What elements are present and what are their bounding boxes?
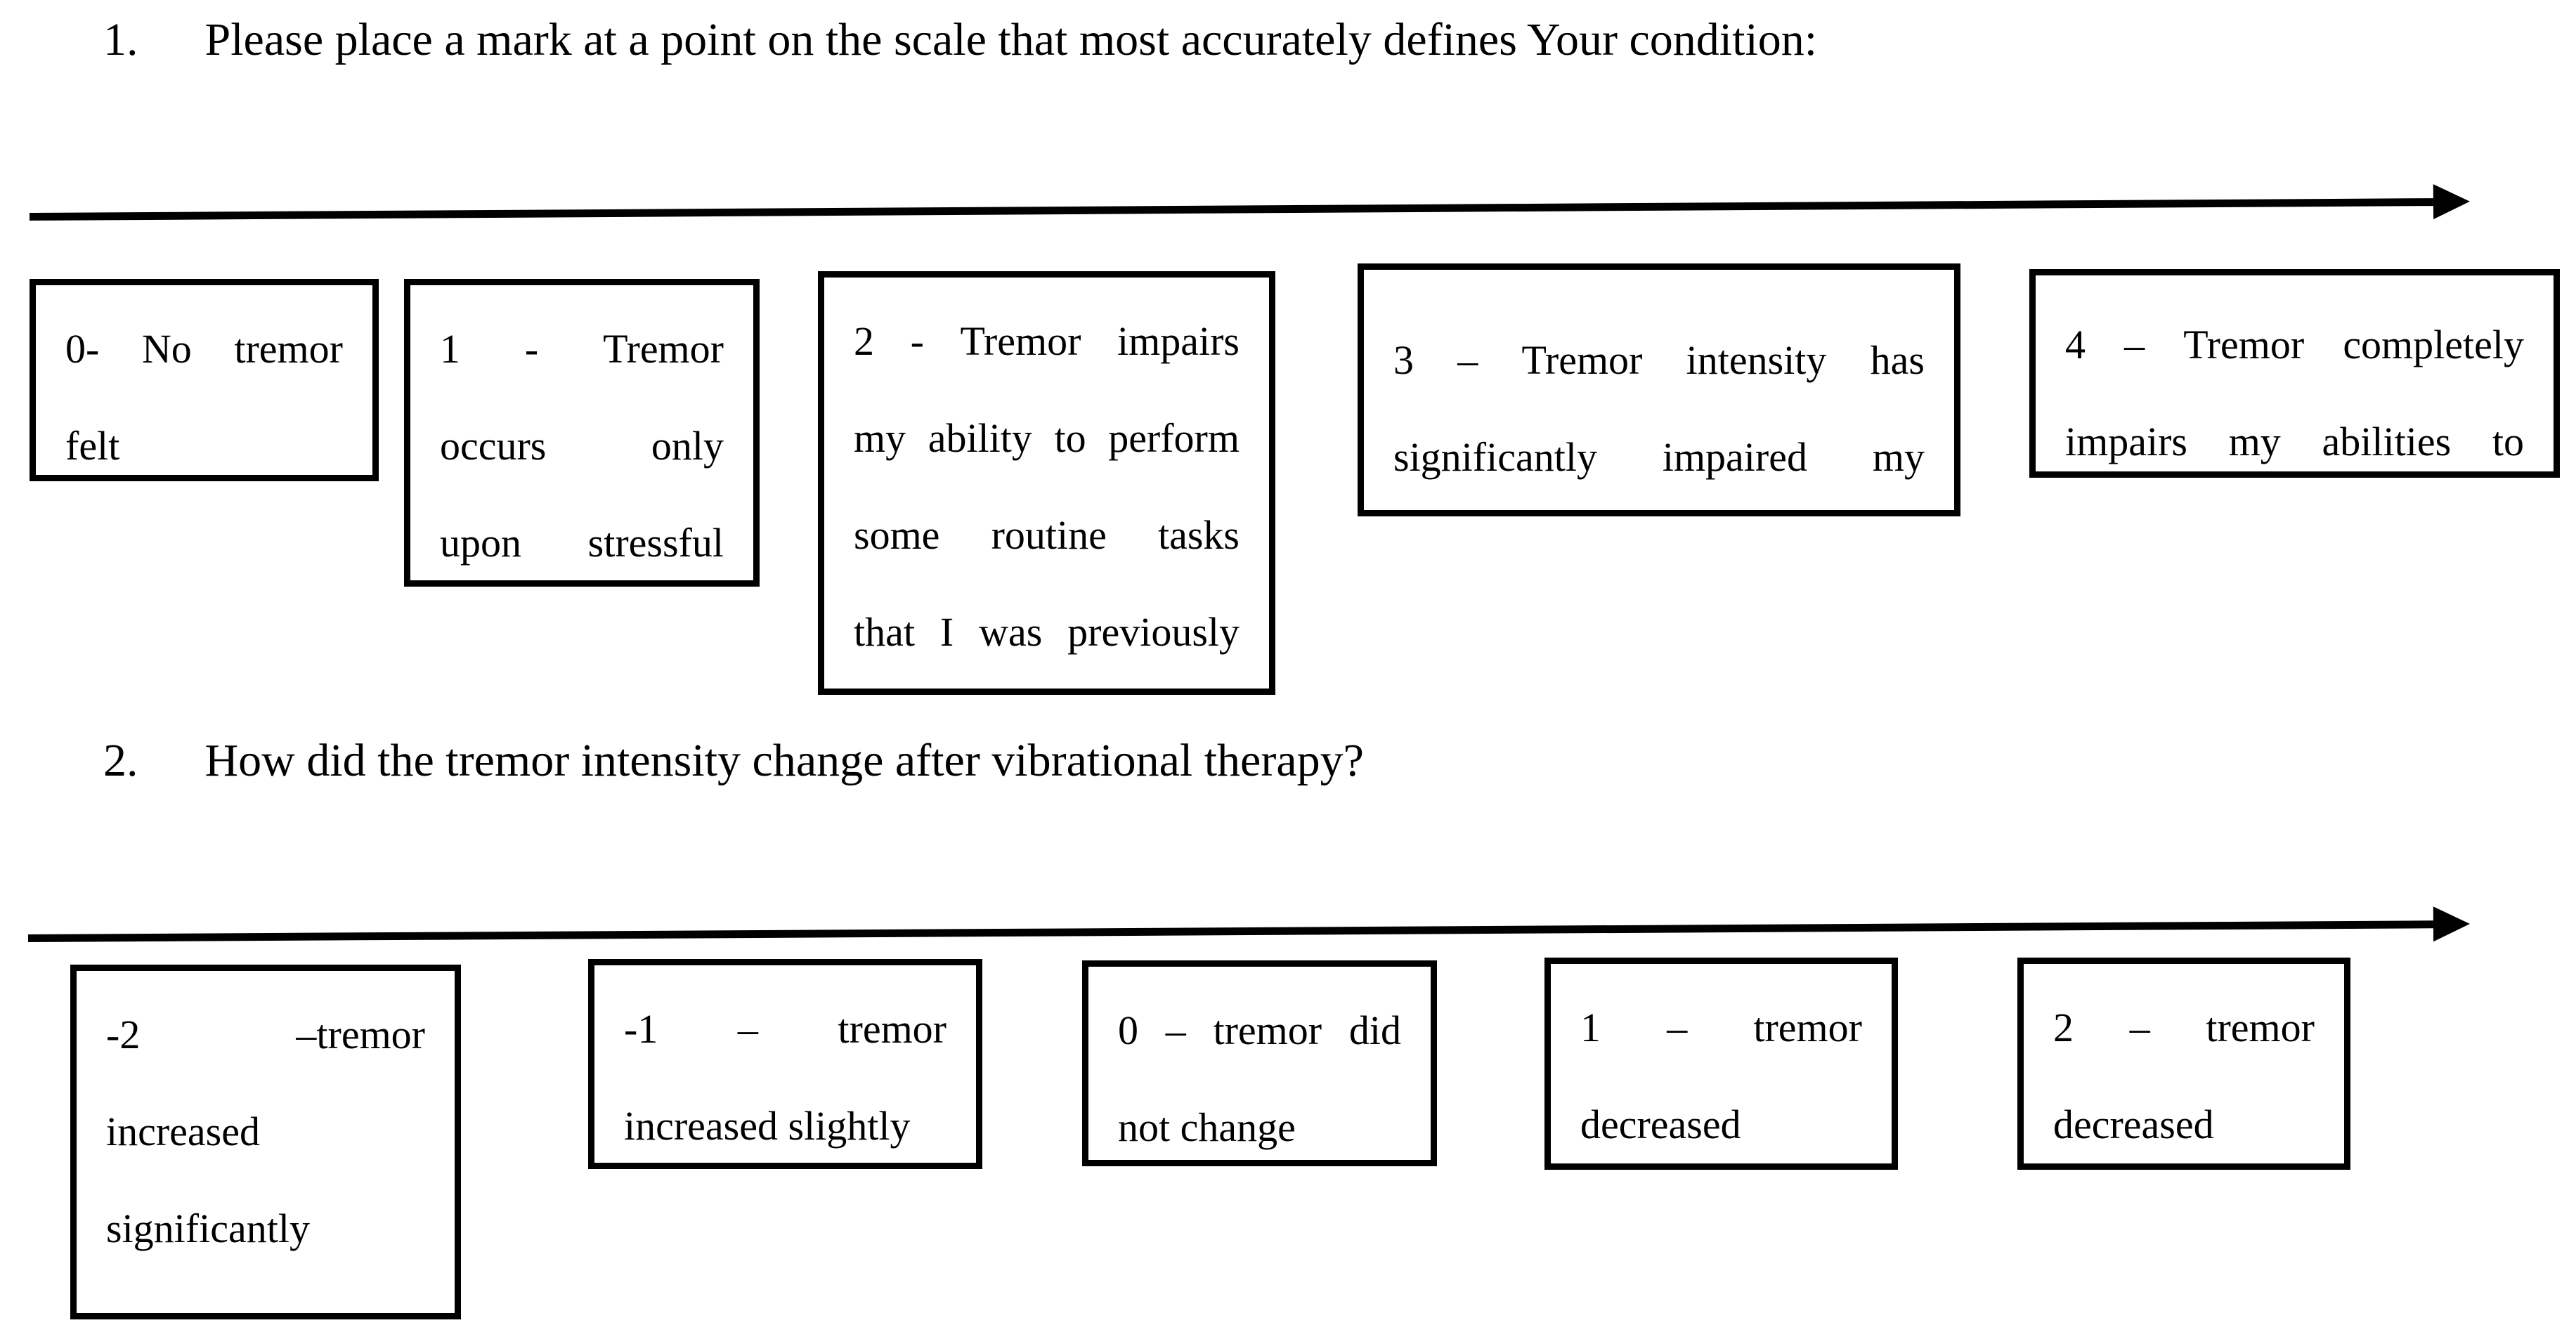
- question-2-text: How did the tremor intensity change afte…: [204, 735, 1364, 786]
- option-text-line: decreased: [2053, 1102, 2214, 1147]
- scale2-arrow-shaft: [27, 920, 2433, 942]
- question-2-number: 2.: [103, 735, 138, 786]
- question-2: 2. How did the tremor intensity change a…: [103, 732, 1364, 790]
- scale2-option-minus-1[interactable]: -1–tremor increased slightly: [588, 959, 982, 1169]
- scale2-option-minus-2[interactable]: -2–tremor increased significantly: [70, 965, 461, 1319]
- option-text-line: -1–tremor: [624, 1006, 947, 1052]
- scale2-arrowhead-icon: [2433, 906, 2471, 942]
- scale1-arrowhead-icon: [2433, 183, 2471, 220]
- question-1-text: Please place a mark at a point on the sc…: [204, 14, 1818, 65]
- question-1-number: 1.: [103, 14, 138, 65]
- option-text-line: increased: [106, 1109, 260, 1154]
- option-text-line: -2–tremor: [106, 1012, 425, 1057]
- scale2-option-2[interactable]: 2–tremor decreased: [2017, 958, 2350, 1170]
- scale1-arrow[interactable]: [29, 183, 2471, 235]
- option-text-line: decreased: [1580, 1102, 1741, 1147]
- option-text-line: 1–tremor: [1580, 1005, 1862, 1050]
- question-1: 1. Please place a mark at a point on the…: [103, 11, 1817, 70]
- scale2-arrow[interactable]: [27, 906, 2471, 956]
- option-text-line: increased slightly: [624, 1103, 911, 1149]
- option-text-line: felt: [65, 423, 120, 469]
- scale2-option-1[interactable]: 1–tremor decreased: [1544, 958, 1898, 1170]
- scale1-arrow-shaft: [29, 197, 2433, 221]
- option-text-line: not change: [1118, 1104, 1296, 1150]
- option-text-line: 2–tremor: [2053, 1005, 2315, 1050]
- option-text-line: significantly: [106, 1206, 310, 1251]
- option-text-line: 1-Tremor: [440, 326, 724, 372]
